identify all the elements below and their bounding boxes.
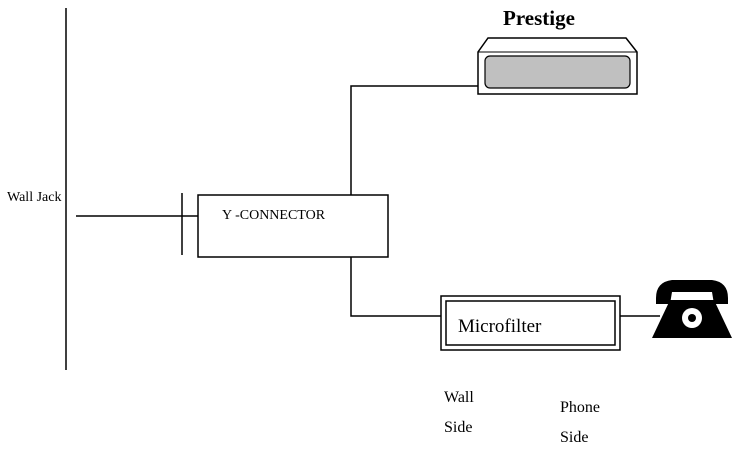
wall-side-line2: Side <box>444 419 473 436</box>
cable-to-microfilter <box>350 257 441 317</box>
y-connector-label: Y -CONNECTOR <box>222 208 326 223</box>
microfilter-box-outer <box>440 295 621 351</box>
prestige-label: Prestige <box>503 6 575 30</box>
modem-device-icon <box>477 37 638 95</box>
cable-to-prestige <box>350 85 481 195</box>
microfilter-box-inner <box>445 300 616 346</box>
microfilter-label: Microfilter <box>458 316 542 337</box>
wall-side-line1: Wall <box>444 389 474 406</box>
telephone-icon <box>652 280 732 338</box>
wall-jack-label: Wall Jack <box>7 190 62 205</box>
network-diagram <box>65 8 732 370</box>
modem-screen <box>484 55 631 89</box>
phone-side-line2: Side <box>560 429 589 446</box>
y-connector-box <box>197 194 389 258</box>
wall-side-label: Wall Side <box>444 383 474 443</box>
phone-side-line1: Phone <box>560 399 600 416</box>
phone-side-label: Phone Side <box>560 393 600 453</box>
